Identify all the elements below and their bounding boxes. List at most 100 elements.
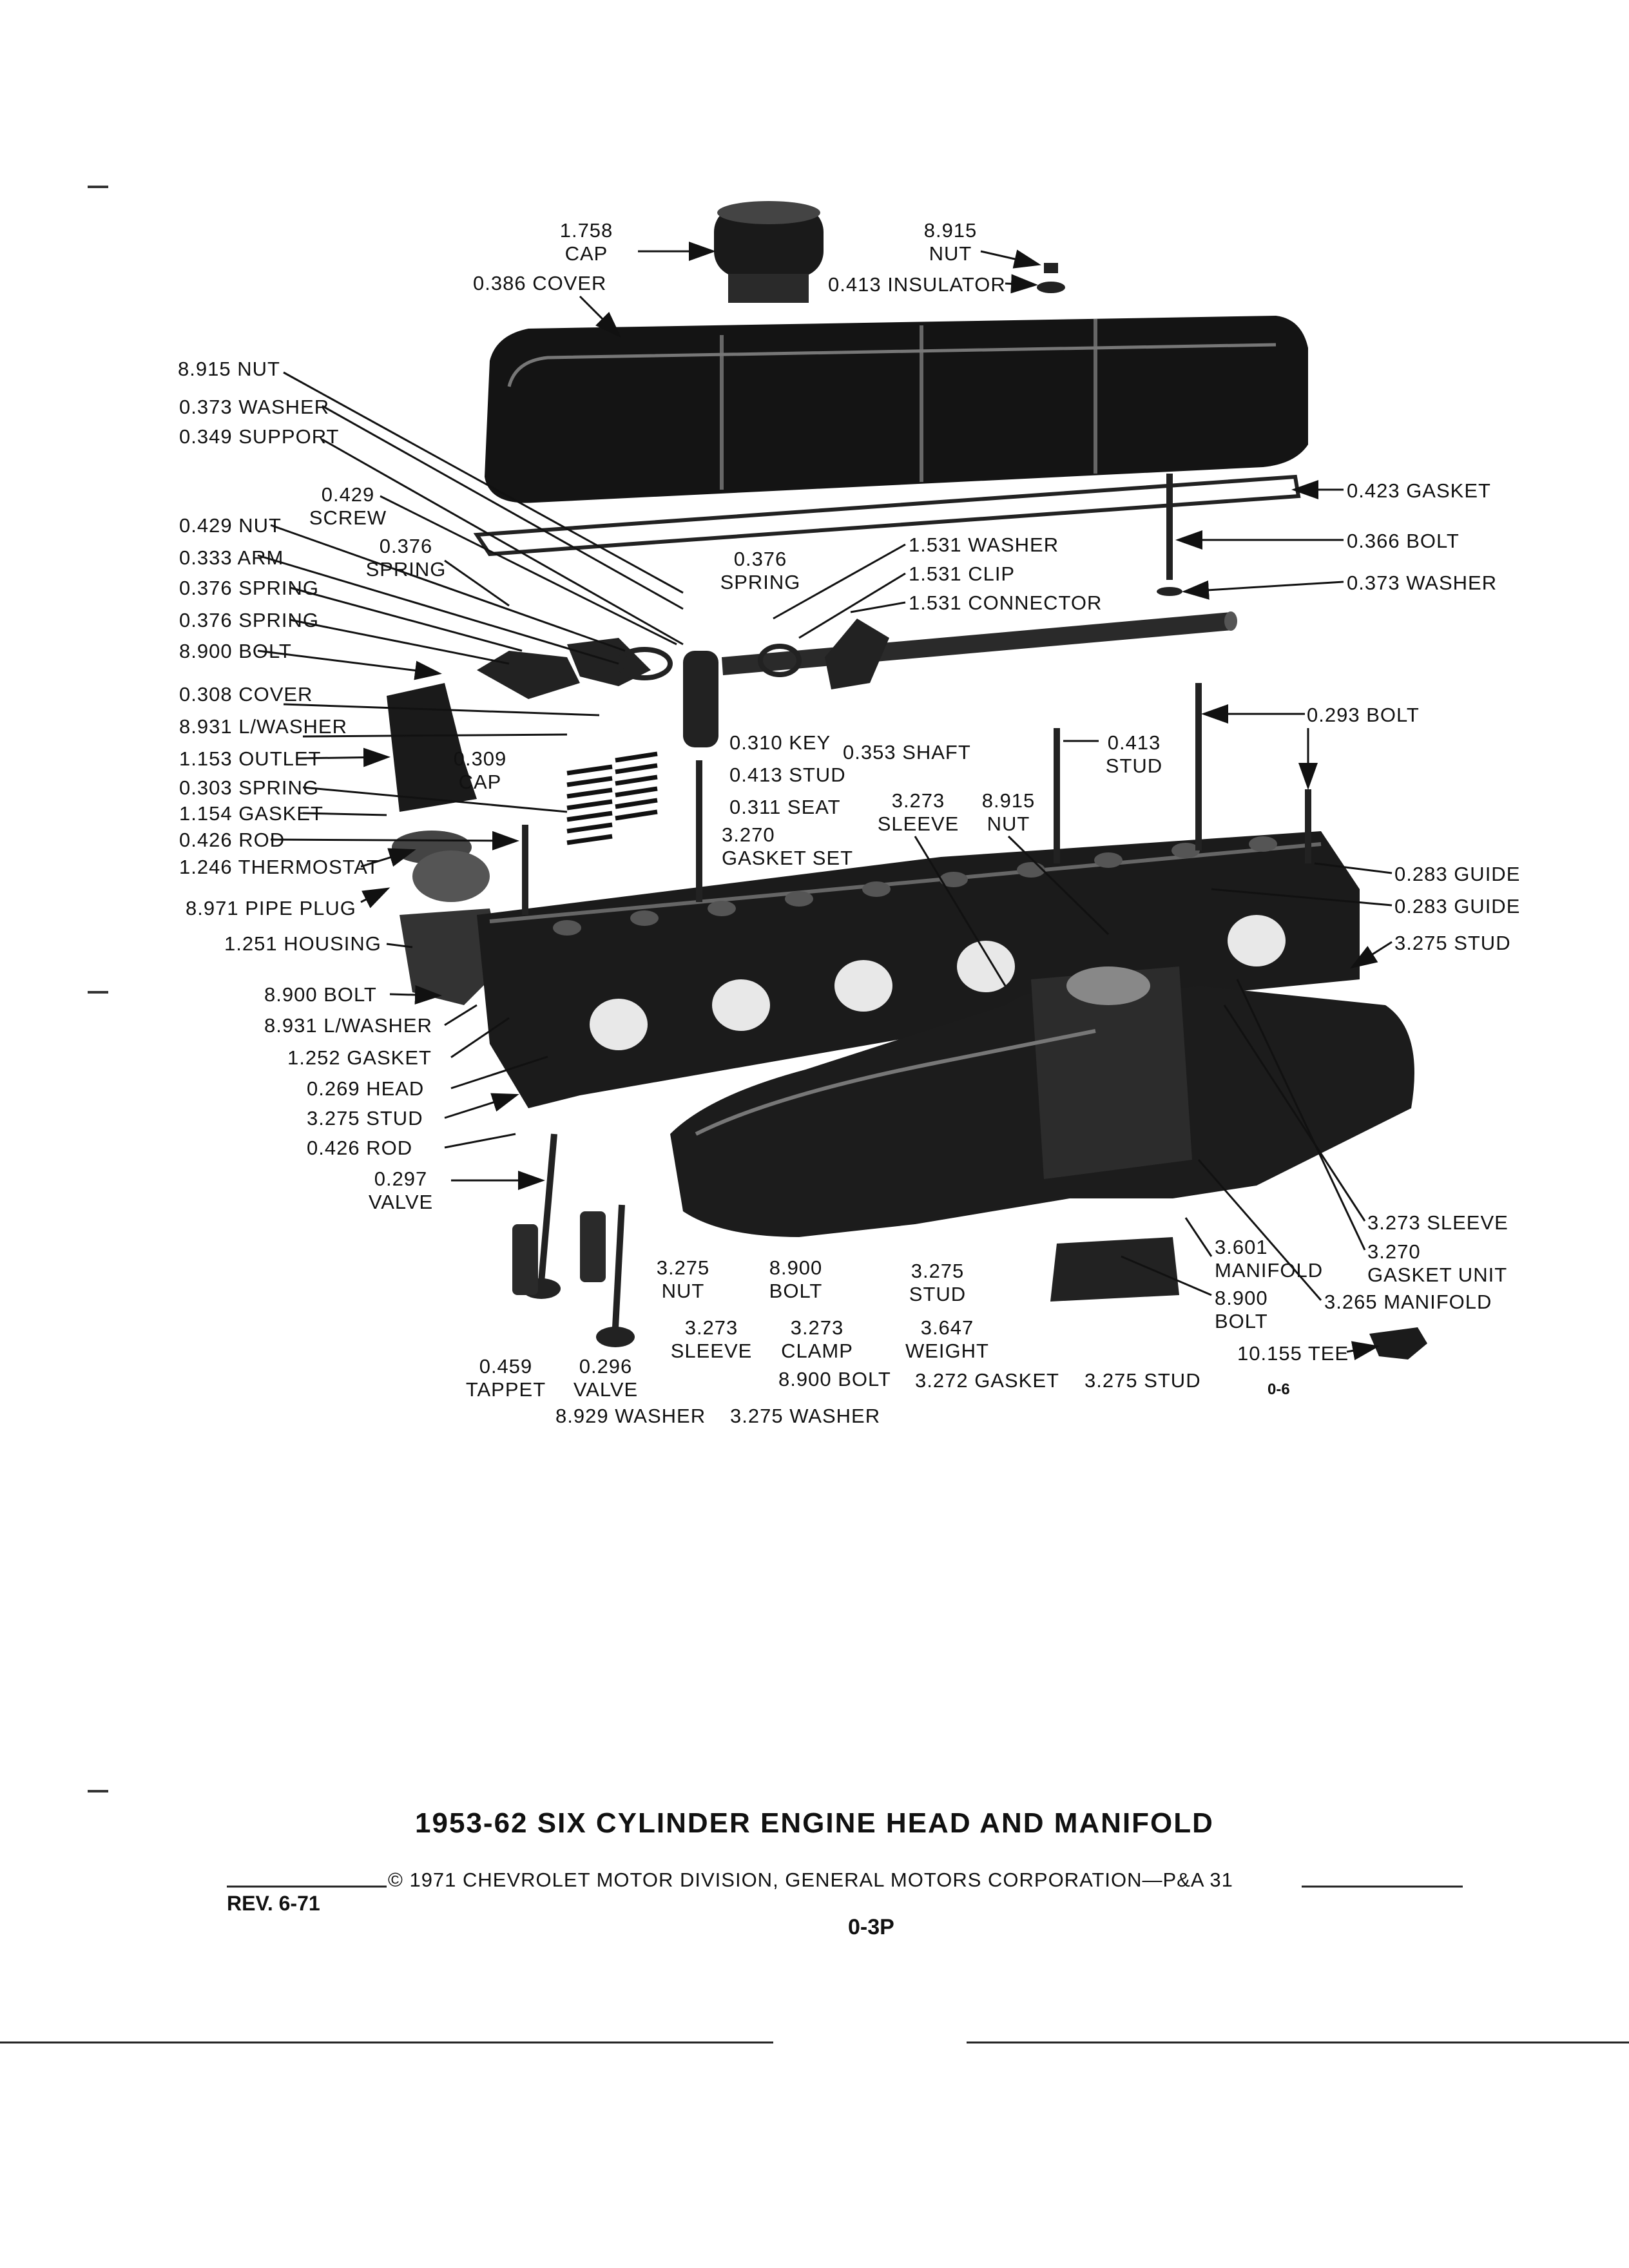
valves-tappets-part [512, 1133, 635, 1347]
rocker-cover-part [485, 316, 1308, 503]
callout-text: NUT [987, 812, 1030, 835]
callout-gasket-0423: 0.423 GASKET [1347, 479, 1491, 503]
callout-text: 0.376 [733, 548, 787, 570]
callout-text: 8.900 [769, 1256, 823, 1279]
callout-stud-3275-bottom: 3.275 STUD [1084, 1369, 1201, 1392]
cover-bolt-part [1157, 474, 1182, 596]
callout-support-0349: 0.349 SUPPORT [179, 425, 339, 448]
callout-text: 8.931 L/WASHER [264, 1014, 432, 1037]
figure-number: 0-6 [1268, 1381, 1290, 1398]
callout-text: 0.429 NUT [179, 514, 282, 537]
callout-text: 0.373 WASHER [179, 396, 330, 418]
callout-text: 1.531 CLIP [909, 562, 1016, 585]
callout-text: 0.426 ROD [179, 829, 285, 851]
callout-bolt-8900-bottom: 8.900 BOLT [778, 1368, 891, 1391]
callout-washer-0373-right: 0.373 WASHER [1347, 572, 1497, 595]
callout-text: 0.303 SPRING [179, 776, 320, 799]
callout-text: 0.333 ARM [179, 546, 284, 569]
callout-text: 3.275 WASHER [730, 1405, 881, 1427]
callout-text: 0.293 BOLT [1307, 704, 1420, 726]
callout-text: 0.366 BOLT [1347, 530, 1460, 552]
callout-text: 8.931 L/WASHER [179, 715, 347, 738]
callout-text: 0.426 ROD [307, 1137, 413, 1159]
callout-insulator-0413: 0.413 INSULATOR [828, 273, 1006, 296]
callout-shaft-0353: 0.353 SHAFT [843, 741, 971, 764]
callout-key-0310: 0.310 KEY [729, 731, 831, 754]
callout-bolt-0293: 0.293 BOLT [1307, 704, 1420, 727]
callout-gasket-1252: 1.252 GASKET [287, 1046, 432, 1070]
callout-text: 0.269 HEAD [307, 1077, 425, 1100]
callout-stud-3275-left: 3.275 STUD [307, 1107, 423, 1130]
callout-text: 3.270 [722, 823, 775, 846]
callout-bolt-8900-left2: 8.900 BOLT [264, 983, 377, 1006]
callout-guide-0283-b: 0.283 GUIDE [1394, 895, 1520, 918]
callout-text: 3.270 [1367, 1240, 1421, 1263]
callout-text: SPRING [365, 558, 447, 581]
callout-housing-1251: 1.251 HOUSING [224, 932, 381, 956]
callout-text: 8.900 [1215, 1287, 1268, 1309]
callout-text: 10.155 TEE [1237, 1342, 1349, 1365]
callout-nut-0429: 0.429 NUT [179, 514, 282, 537]
callout-gasket-1154: 1.154 GASKET [179, 802, 323, 825]
callout-nut-8915-left: 8.915 NUT [178, 358, 280, 381]
callout-text: 0.283 GUIDE [1394, 895, 1521, 918]
callout-spring-0376-left1: 0.376 SPRING [179, 577, 319, 600]
callout-thermostat-1246: 1.246 THERMOSTAT [179, 856, 380, 879]
callout-text: MANIFOLD [1215, 1259, 1324, 1282]
callout-spring-0303: 0.303 SPRING [179, 776, 319, 800]
callout-text: STUD [1105, 754, 1163, 777]
callout-text: 3.265 MANIFOLD [1324, 1291, 1492, 1313]
tee-fitting-part [1369, 1327, 1427, 1360]
callout-text: SLEEVE [670, 1340, 753, 1362]
callout-text: 0.413 [1107, 731, 1161, 754]
callout-tee-10155: 10.155 TEE [1237, 1342, 1349, 1365]
page-title: 1953-62 SIX CYLINDER ENGINE HEAD AND MAN… [415, 1807, 1214, 1839]
callout-bolt-0366: 0.366 BOLT [1347, 530, 1460, 553]
callout-text: GASKET UNIT [1367, 1264, 1508, 1286]
callout-text: 0.459 [479, 1355, 533, 1378]
callout-text: 0.296 [579, 1355, 633, 1378]
callout-text: 3.275 [911, 1260, 965, 1282]
callout-text: CLAMP [781, 1340, 853, 1362]
callout-text: 0.349 SUPPORT [179, 425, 340, 448]
callout-text: CAP [564, 242, 608, 265]
callout-text: 3.275 [656, 1256, 710, 1279]
callout-text: 0.308 COVER [179, 683, 313, 706]
callout-text: 0.297 [374, 1168, 428, 1190]
callout-pipe-plug-8971: 8.971 PIPE PLUG [186, 897, 356, 920]
callout-text: SPRING [720, 571, 801, 593]
callout-text: 3.273 [790, 1316, 844, 1339]
copyright-line: © 1971 CHEVROLET MOTOR DIVISION, GENERAL… [388, 1869, 1233, 1891]
callout-cover-0386: 0.386 COVER [473, 272, 606, 295]
callout-washer-0373-left: 0.373 WASHER [179, 396, 329, 419]
callout-text: 0.429 [321, 483, 375, 506]
callout-manifold-3265: 3.265 MANIFOLD [1324, 1291, 1492, 1314]
page-number: 0-3P [848, 1915, 894, 1939]
callout-text: VALVE [368, 1191, 434, 1213]
callout-connector-1531: 1.531 CONNECTOR [909, 591, 1102, 615]
callout-arm-0333: 0.333 ARM [179, 546, 284, 570]
bottom-rules [0, 1885, 1629, 2044]
callout-text: 8.900 BOLT [264, 983, 377, 1006]
callout-text: 3.275 STUD [307, 1107, 423, 1129]
callout-text: 1.246 THERMOSTAT [179, 856, 380, 878]
callout-text: 8.915 NUT [178, 358, 280, 380]
callout-text: VALVE [573, 1378, 639, 1401]
callout-text: TAPPET [465, 1378, 546, 1401]
